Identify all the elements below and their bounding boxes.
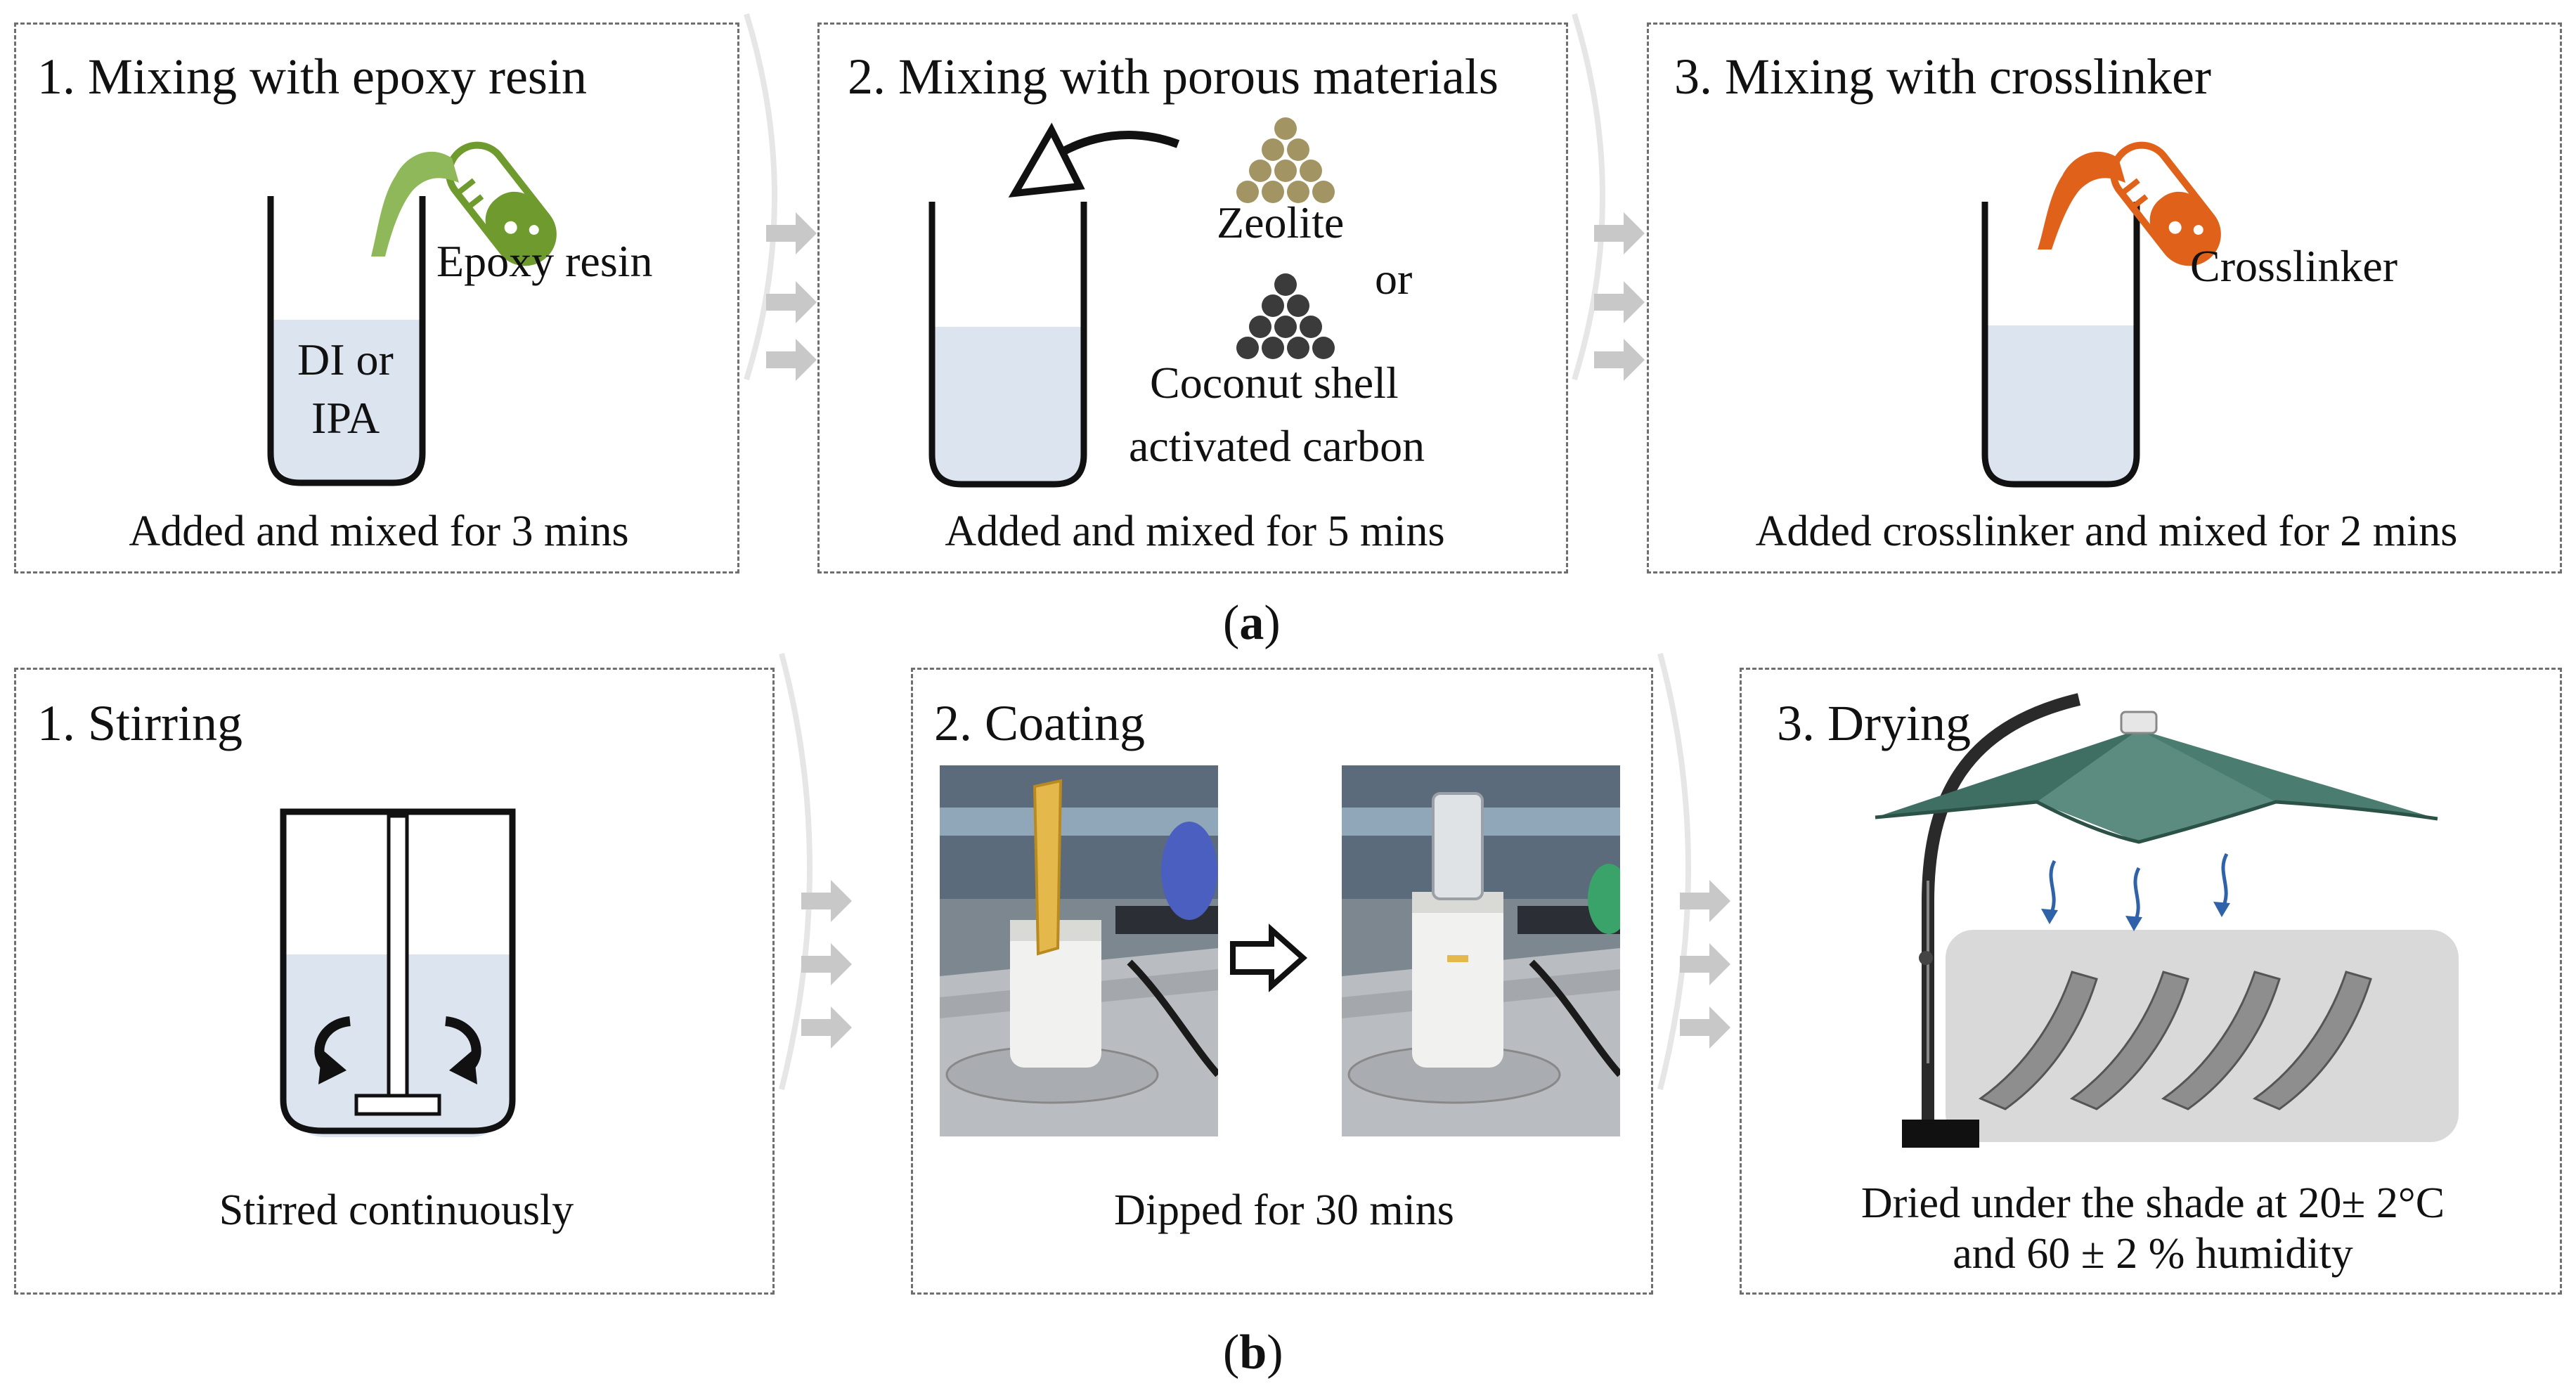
coating-photo-after [1342, 765, 1620, 1136]
step-b3-caption-line1: Dried under the shade at 20± 2°C [1860, 1179, 2445, 1227]
beaker-liquid-label-line2: IPA [311, 393, 380, 443]
coconut-shell-label-line1: Coconut shell [1150, 358, 1399, 408]
process-arrow-icon [1230, 923, 1308, 992]
activated-carbon-particles-icon [1236, 273, 1335, 359]
beaker-crosslinker-illustration [1981, 141, 2221, 488]
beaker-porous-illustration [928, 122, 1180, 488]
flow-arrow-b2-b3 [1657, 652, 1730, 1090]
beaker-liquid-label-line1: DI or [297, 335, 394, 384]
step-b1-title: 1. Stirring [37, 695, 243, 751]
step-a3-caption: Added crosslinker and mixed for 2 mins [1755, 507, 2458, 555]
step-b3-title: 3. Drying [1777, 695, 1971, 751]
flow-arrow-a1-a2 [744, 13, 817, 381]
step-b2-caption: Dipped for 30 mins [1114, 1186, 1454, 1234]
step-b2-panel: 2. Coating Dipped for 30 mins [911, 668, 1653, 1295]
flow-arrow-a2-a3 [1572, 13, 1645, 381]
step-a1-title: 1. Mixing with epoxy resin [37, 48, 587, 105]
or-label: or [1375, 254, 1413, 304]
step-a2-caption: Added and mixed for 5 mins [945, 507, 1445, 555]
step-a1-caption: Added and mixed for 3 mins [129, 507, 629, 555]
step-b2-title: 2. Coating [934, 695, 1145, 751]
epoxy-resin-label: Epoxy resin [436, 236, 653, 286]
step-a1-panel: 1. Mixing with epoxy resin DI or IPA Epo… [14, 22, 739, 573]
step-b1-panel: 1. Stirring Stirred continuously [14, 668, 775, 1295]
step-b1-caption: Stirred continuously [219, 1186, 574, 1234]
subfigure-label-b: (b) [1223, 1326, 1283, 1380]
crosslinker-label: Crosslinker [2190, 241, 2398, 291]
zeolite-label: Zeolite [1217, 197, 1345, 247]
subfigure-label-a: (a) [1223, 596, 1281, 650]
flow-arrow-b1-b2 [779, 652, 852, 1090]
step-b3-caption-line2: and 60 ± 2 % humidity [1953, 1230, 2353, 1278]
beaker-epoxy-illustration [267, 141, 557, 486]
step-b3-panel: 3. Drying Dried under the shade at 20± 2… [1740, 668, 2562, 1295]
coconut-shell-label-line2: activated carbon [1129, 421, 1425, 471]
step-a2-panel: 2. Mixing with porous materials Zeolite … [817, 22, 1568, 573]
step-a3-panel: 3. Mixing with crosslinker Crosslinker A… [1647, 22, 2562, 573]
step-a2-title: 2. Mixing with porous materials [848, 48, 1499, 105]
zeolite-particles-icon [1236, 117, 1335, 203]
stirring-beaker-illustration [280, 808, 516, 1137]
coating-photo-before [940, 765, 1218, 1136]
step-a3-title: 3. Mixing with crosslinker [1674, 48, 2211, 105]
drying-umbrella-illustration [1875, 693, 2459, 1148]
